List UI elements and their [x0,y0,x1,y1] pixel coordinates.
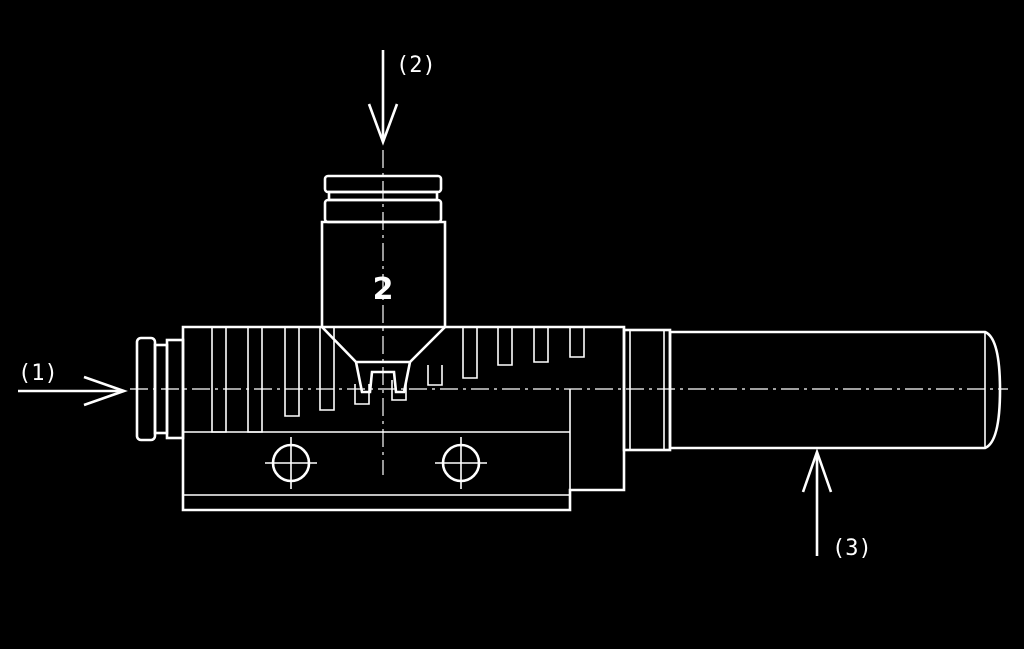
fin-slot [462,327,478,379]
fin-slot [319,327,335,411]
arrow-down-icon [367,50,399,146]
port-2-label: (2) [396,53,436,78]
fin-slot [427,365,443,386]
fin-slot [247,327,263,433]
fin-slot [533,327,549,363]
mounting-hole-right [435,437,487,489]
arrow-right-icon [18,375,128,407]
body-mark: 2 [373,272,394,307]
fin-slot [391,380,407,401]
main-body [181,325,626,512]
fin-slot [284,327,300,417]
arrow-up-icon [801,448,833,556]
port-1-label: (1) [18,361,58,386]
top-fitting: 2 [320,174,447,394]
silencer [622,328,1002,452]
cooling-fins [211,327,585,433]
mounting-hole-left [265,437,317,489]
fin-slot [354,384,370,405]
fin-slot [497,327,513,366]
port-3-label: (3) [832,536,872,561]
fin-slot [211,327,227,433]
fin-slot [569,327,585,358]
